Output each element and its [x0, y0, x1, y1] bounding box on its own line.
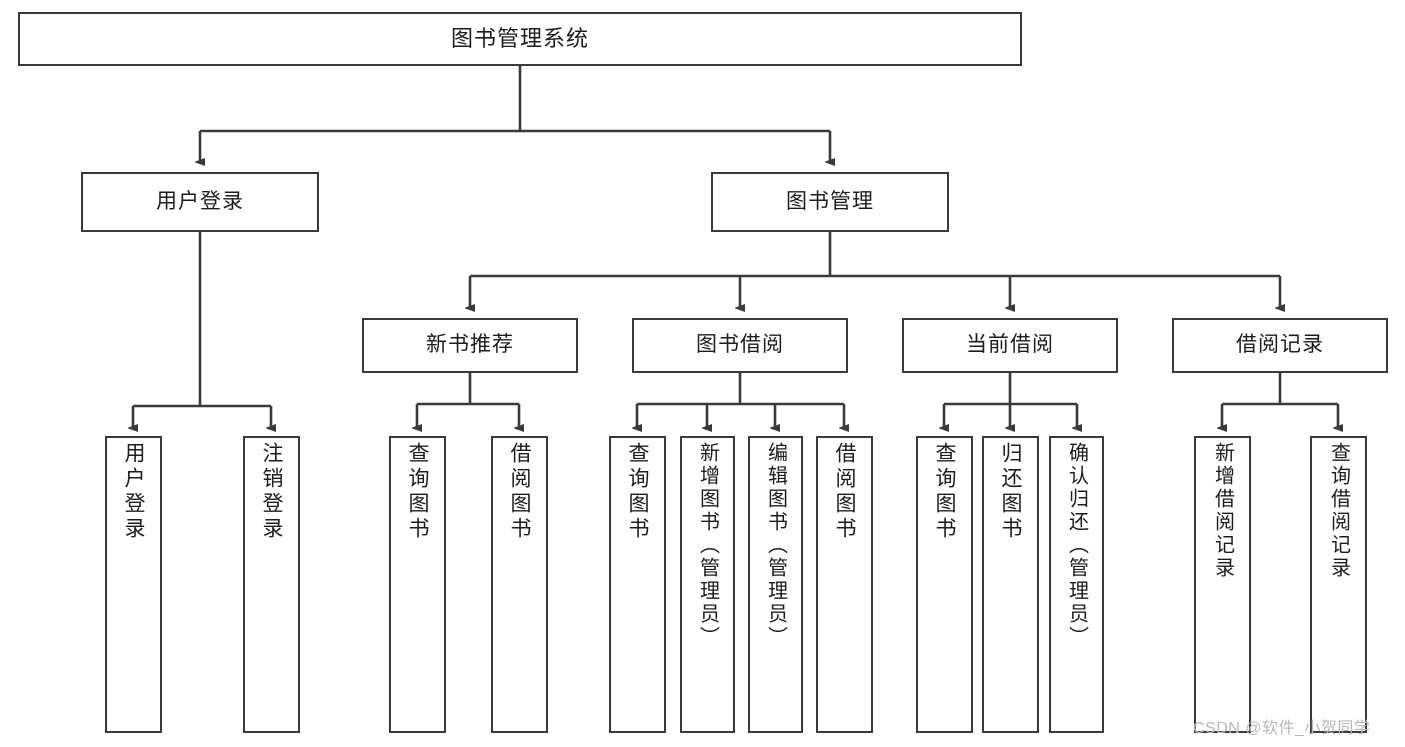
leaf-current-borrow-confirm-return[interactable]: 确认归还（管理员）	[1049, 436, 1104, 733]
node-label: 新增图书（管理员）	[696, 442, 719, 649]
csdn-watermark: CSDN @软件_小贺同学	[1193, 720, 1371, 737]
leaf-book-borrow-add[interactable]: 新增图书（管理员）	[680, 436, 735, 733]
node-label: 借阅图书	[833, 442, 857, 542]
node-label: 图书管理系统	[450, 26, 589, 52]
node-user-login[interactable]: 用户登录	[81, 172, 319, 232]
node-book-borrow[interactable]: 图书借阅	[632, 318, 848, 373]
node-label: 编辑图书（管理员）	[764, 442, 787, 649]
leaf-new-book-borrow[interactable]: 借阅图书	[491, 436, 548, 733]
leaf-current-borrow-return[interactable]: 归还图书	[982, 436, 1039, 733]
node-label: 用户登录	[156, 189, 244, 213]
node-new-book-recommend[interactable]: 新书推荐	[362, 318, 578, 373]
leaf-borrow-record-query[interactable]: 查询借阅记录	[1310, 436, 1367, 733]
node-label: 借阅记录	[1236, 333, 1324, 357]
node-current-borrow[interactable]: 当前借阅	[902, 318, 1118, 373]
node-borrow-record[interactable]: 借阅记录	[1172, 318, 1388, 373]
leaf-book-borrow-borrow[interactable]: 借阅图书	[816, 436, 873, 733]
node-label: 查询图书	[626, 442, 650, 542]
node-label: 借阅图书	[508, 442, 532, 542]
leaf-current-borrow-query[interactable]: 查询图书	[916, 436, 973, 733]
node-label: 新书推荐	[426, 333, 514, 357]
node-book-management[interactable]: 图书管理	[711, 172, 949, 232]
node-label: 当前借阅	[966, 333, 1054, 357]
node-label: 用户登录	[122, 442, 146, 542]
node-label: 确认归还（管理员）	[1065, 442, 1088, 649]
node-label: 注销登录	[260, 442, 284, 542]
leaf-user-login-login[interactable]: 用户登录	[105, 436, 162, 733]
node-label: 查询图书	[933, 442, 957, 542]
node-label: 归还图书	[999, 442, 1023, 542]
node-root-system[interactable]: 图书管理系统	[18, 12, 1022, 66]
leaf-borrow-record-add[interactable]: 新增借阅记录	[1194, 436, 1251, 733]
leaf-book-borrow-query[interactable]: 查询图书	[609, 436, 666, 733]
node-label: 图书管理	[786, 189, 874, 213]
node-label: 新增借阅记录	[1211, 442, 1234, 580]
node-label: 查询图书	[406, 442, 430, 542]
node-label: 查询借阅记录	[1327, 442, 1350, 580]
leaf-user-login-logout[interactable]: 注销登录	[243, 436, 300, 733]
leaf-book-borrow-edit[interactable]: 编辑图书（管理员）	[748, 436, 803, 733]
leaf-new-book-query[interactable]: 查询图书	[389, 436, 446, 733]
node-label: 图书借阅	[696, 333, 784, 357]
